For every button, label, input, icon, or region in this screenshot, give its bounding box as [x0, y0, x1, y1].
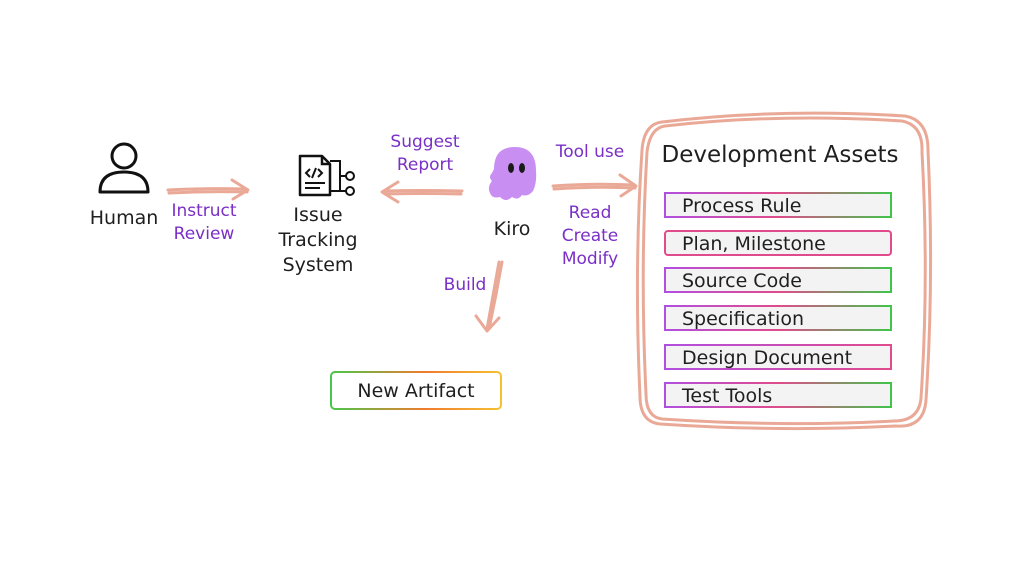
issue-tracking-label-line3: System: [282, 254, 354, 276]
arrow-human-to-issue: [166, 178, 250, 201]
edge-label-create: Create: [561, 226, 619, 246]
asset-item-plan-milestone: Plan, Milestone: [664, 230, 892, 256]
edge-label-suggest-report: Suggest Report: [380, 131, 470, 177]
edge-label-instruct-review: Instruct Review: [160, 200, 248, 246]
edge-label-instruct: Instruct: [171, 201, 237, 221]
edge-label-build: Build: [443, 275, 487, 295]
arrow-kiro-to-assets: [551, 173, 638, 198]
new-artifact-label: New Artifact: [332, 373, 500, 408]
edge-label-read-create-modify: Read Create Modify: [551, 202, 629, 271]
person-icon: [98, 142, 150, 194]
asset-item-specification: Specification: [664, 305, 892, 331]
edge-label-read: Read: [568, 203, 612, 223]
asset-item-label: Specification: [682, 308, 804, 330]
edge-label-suggest: Suggest: [390, 132, 460, 152]
edge-label-review: Review: [173, 224, 235, 244]
asset-item-test-tools: Test Tools: [664, 382, 892, 408]
issue-tracking-label-line1: Issue: [293, 204, 343, 226]
asset-item-source-code: Source Code: [664, 267, 892, 293]
asset-item-design-document: Design Document: [664, 344, 892, 370]
arrow-kiro-to-artifact: [474, 260, 504, 333]
asset-item-process-rule: Process Rule: [664, 192, 892, 218]
document-code-branch-icon: [298, 154, 355, 197]
development-assets-title: Development Assets: [661, 142, 899, 168]
issue-tracking-label: Issue Tracking System: [268, 203, 368, 278]
kiro-label: Kiro: [493, 218, 531, 240]
arrow-kiro-to-issue: [380, 180, 464, 204]
human-label: Human: [89, 207, 159, 229]
asset-item-label: Plan, Milestone: [682, 233, 826, 255]
asset-item-label: Source Code: [682, 270, 802, 292]
asset-item-label: Test Tools: [682, 385, 773, 407]
asset-item-label: Process Rule: [682, 195, 802, 217]
ghost-mascot-icon: [488, 147, 537, 200]
issue-tracking-label-line2: Tracking: [278, 229, 358, 251]
development-assets-frame: [635, 111, 933, 431]
edge-label-report: Report: [396, 155, 454, 175]
new-artifact-box: New Artifact: [330, 371, 502, 410]
edge-label-modify: Modify: [561, 249, 619, 269]
edge-label-tool-use: Tool use: [555, 142, 625, 162]
asset-item-label: Design Document: [682, 347, 853, 369]
